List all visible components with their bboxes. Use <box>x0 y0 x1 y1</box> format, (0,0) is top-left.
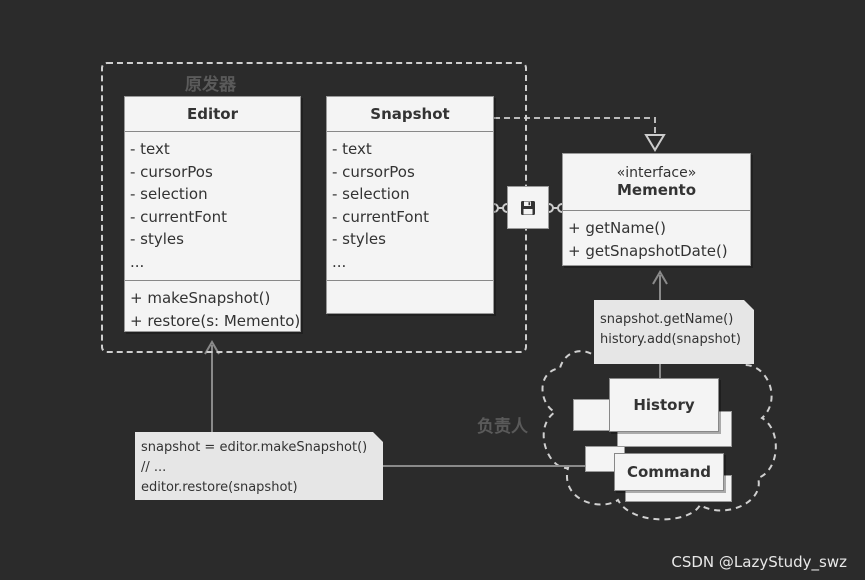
watermark: CSDN @LazyStudy_swz <box>671 553 847 571</box>
note-line: // ... <box>141 460 167 475</box>
snapshot-field: - cursorPos <box>332 162 415 181</box>
history-memento-arrowhead <box>652 270 668 285</box>
memento-method: + getSnapshotDate() <box>568 241 728 260</box>
snapshot-methods <box>327 280 493 313</box>
editor-field: - currentFont <box>130 207 227 226</box>
snapshot-field: - selection <box>332 185 410 203</box>
history-note: snapshot.getName() history.add(snapshot) <box>594 300 754 364</box>
memento-title: Memento <box>616 181 697 199</box>
note-line: snapshot.getName() <box>600 312 734 327</box>
floppy-disk-icon <box>521 200 535 215</box>
memento-interface[interactable]: «interface» Memento + getName() + getSna… <box>562 153 751 266</box>
save-connector <box>507 186 549 229</box>
editor-class[interactable]: Editor - text - cursorPos - selection - … <box>124 96 301 332</box>
note-line: editor.restore(snapshot) <box>141 480 298 495</box>
editor-note: snapshot = editor.makeSnapshot() // ... … <box>135 432 383 500</box>
snapshot-field: ... <box>332 252 347 271</box>
originator-label: 原发器 <box>185 75 236 95</box>
caretaker-label: 负责人 <box>477 417 528 437</box>
editor-field: - styles <box>130 230 184 248</box>
editor-field: - selection <box>130 185 208 203</box>
memento-header: «interface» Memento <box>563 154 750 211</box>
history-box[interactable]: History <box>609 378 719 432</box>
realization-arrowhead <box>644 134 666 152</box>
snapshot-field: - text <box>332 140 372 158</box>
memento-method: + getName() <box>568 219 666 237</box>
editor-field: - cursorPos <box>130 162 213 181</box>
history-stack-card <box>573 399 613 431</box>
editor-method: + makeSnapshot() <box>130 289 271 307</box>
snapshot-fields: - text - cursorPos - selection - current… <box>327 132 493 280</box>
note-line: history.add(snapshot) <box>600 332 741 347</box>
snapshot-class-title: Snapshot <box>327 97 493 132</box>
command-editor-arrowhead <box>204 340 220 355</box>
editor-method: + restore(s: Memento) <box>130 311 301 330</box>
memento-methods: + getName() + getSnapshotDate() <box>563 211 750 262</box>
memento-stereotype: «interface» <box>616 165 697 181</box>
editor-field: ... <box>130 252 145 271</box>
snapshot-field: - styles <box>332 230 386 248</box>
command-box[interactable]: Command <box>614 453 724 491</box>
snapshot-class[interactable]: Snapshot - text - cursorPos - selection … <box>326 96 494 314</box>
editor-fields: - text - cursorPos - selection - current… <box>125 132 300 280</box>
editor-field: - text <box>130 140 170 158</box>
editor-methods: + makeSnapshot() + restore(s: Memento) <box>125 280 300 332</box>
editor-class-title: Editor <box>125 97 300 132</box>
snapshot-field: - currentFont <box>332 207 429 226</box>
realization-line <box>494 117 656 135</box>
note-line: snapshot = editor.makeSnapshot() <box>141 440 368 455</box>
